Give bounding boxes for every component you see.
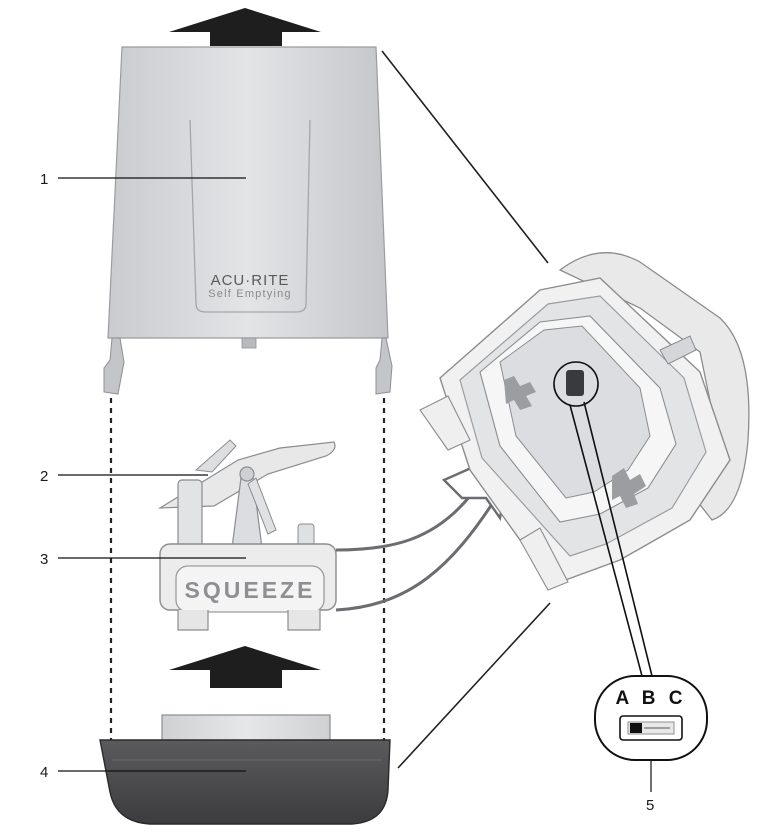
brand-tagline: Self Emptying bbox=[208, 288, 291, 300]
callout-4: 4 bbox=[40, 764, 48, 781]
alignment-guides bbox=[109, 398, 386, 742]
cover-shell: ACU·RITE Self Emptying bbox=[103, 46, 393, 395]
base-housing bbox=[99, 714, 391, 825]
squeeze-mount: SQUEEZE bbox=[159, 543, 337, 631]
insert-base-arrow-icon bbox=[169, 646, 321, 688]
brand-logo: ACU·RITE bbox=[211, 272, 290, 289]
switch-leader-lines bbox=[569, 401, 653, 677]
zoom-guide-lines bbox=[381, 50, 551, 769]
switch-position-labels: A B C bbox=[615, 688, 686, 709]
callout-2: 2 bbox=[40, 468, 48, 485]
squeeze-label: SQUEEZE bbox=[185, 577, 316, 603]
mounted-unit-detail bbox=[419, 252, 750, 591]
tipping-bucket bbox=[157, 439, 336, 549]
callout-5: 5 bbox=[646, 797, 654, 814]
abc-switch-detail: A B C bbox=[594, 675, 708, 761]
lift-cover-arrow-icon bbox=[169, 8, 321, 46]
callout-3: 3 bbox=[40, 551, 48, 568]
callout-1: 1 bbox=[40, 171, 48, 188]
callout-lines bbox=[58, 177, 652, 792]
